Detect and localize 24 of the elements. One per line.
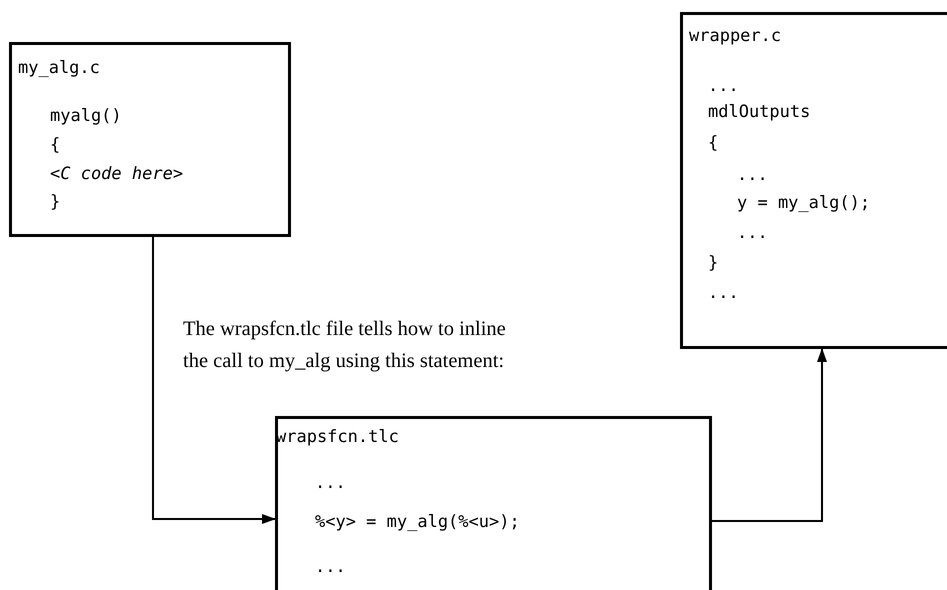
code-line: ...: [708, 282, 739, 304]
code-file-box: [275, 416, 712, 590]
code-file-box: [9, 42, 291, 237]
code-line: y = my_alg();: [737, 192, 870, 214]
file-name: wrapper.c: [689, 25, 782, 47]
code-line: }: [708, 252, 718, 274]
code-line: ...: [737, 222, 768, 244]
code-line: }: [50, 191, 60, 213]
code-line: %<y> = my_alg(%<u>);: [315, 511, 520, 533]
code-file-box: [680, 12, 947, 349]
code-line: {: [50, 134, 60, 156]
file-name: my_alg.c: [18, 57, 100, 79]
code-line: mdlOutputs: [708, 101, 810, 123]
code-line: ...: [737, 164, 768, 186]
code-line: myalg(): [50, 105, 122, 127]
code-line: ...: [708, 75, 739, 97]
file-name: wrapsfcn.tlc: [276, 426, 399, 448]
code-line: ...: [315, 556, 346, 578]
code-line: <C code here>: [50, 163, 184, 185]
connector-arrow: [711, 348, 827, 522]
explanation-text: The wrapsfcn.tlc file tells how to inline the call to my_alg using this statement:: [183, 317, 507, 374]
code-line: {: [708, 132, 718, 154]
code-line: ...: [315, 472, 346, 494]
connector-arrow: [152, 237, 276, 524]
